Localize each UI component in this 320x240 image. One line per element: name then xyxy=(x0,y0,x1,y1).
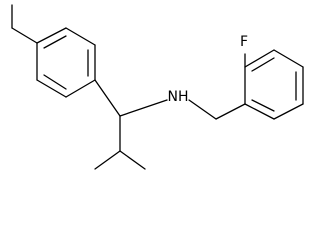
structure-diagram: NH F xyxy=(11,4,304,170)
amine-label: NH xyxy=(168,89,189,105)
bond-isopropyl-methyl-2 xyxy=(119,150,146,170)
bond-ch-nh xyxy=(119,99,168,117)
fluorine-label: F xyxy=(240,34,248,50)
fluorophenyl-ring xyxy=(244,49,304,120)
bond-nh-ch2 xyxy=(188,99,217,120)
bond-ring-ch xyxy=(94,79,121,117)
bond-isopropyl-methyl-1 xyxy=(94,150,121,170)
bond-ethyl-ring xyxy=(11,27,38,44)
bond-ch2-ring xyxy=(215,103,246,120)
ethylphenyl-ring xyxy=(36,27,96,98)
